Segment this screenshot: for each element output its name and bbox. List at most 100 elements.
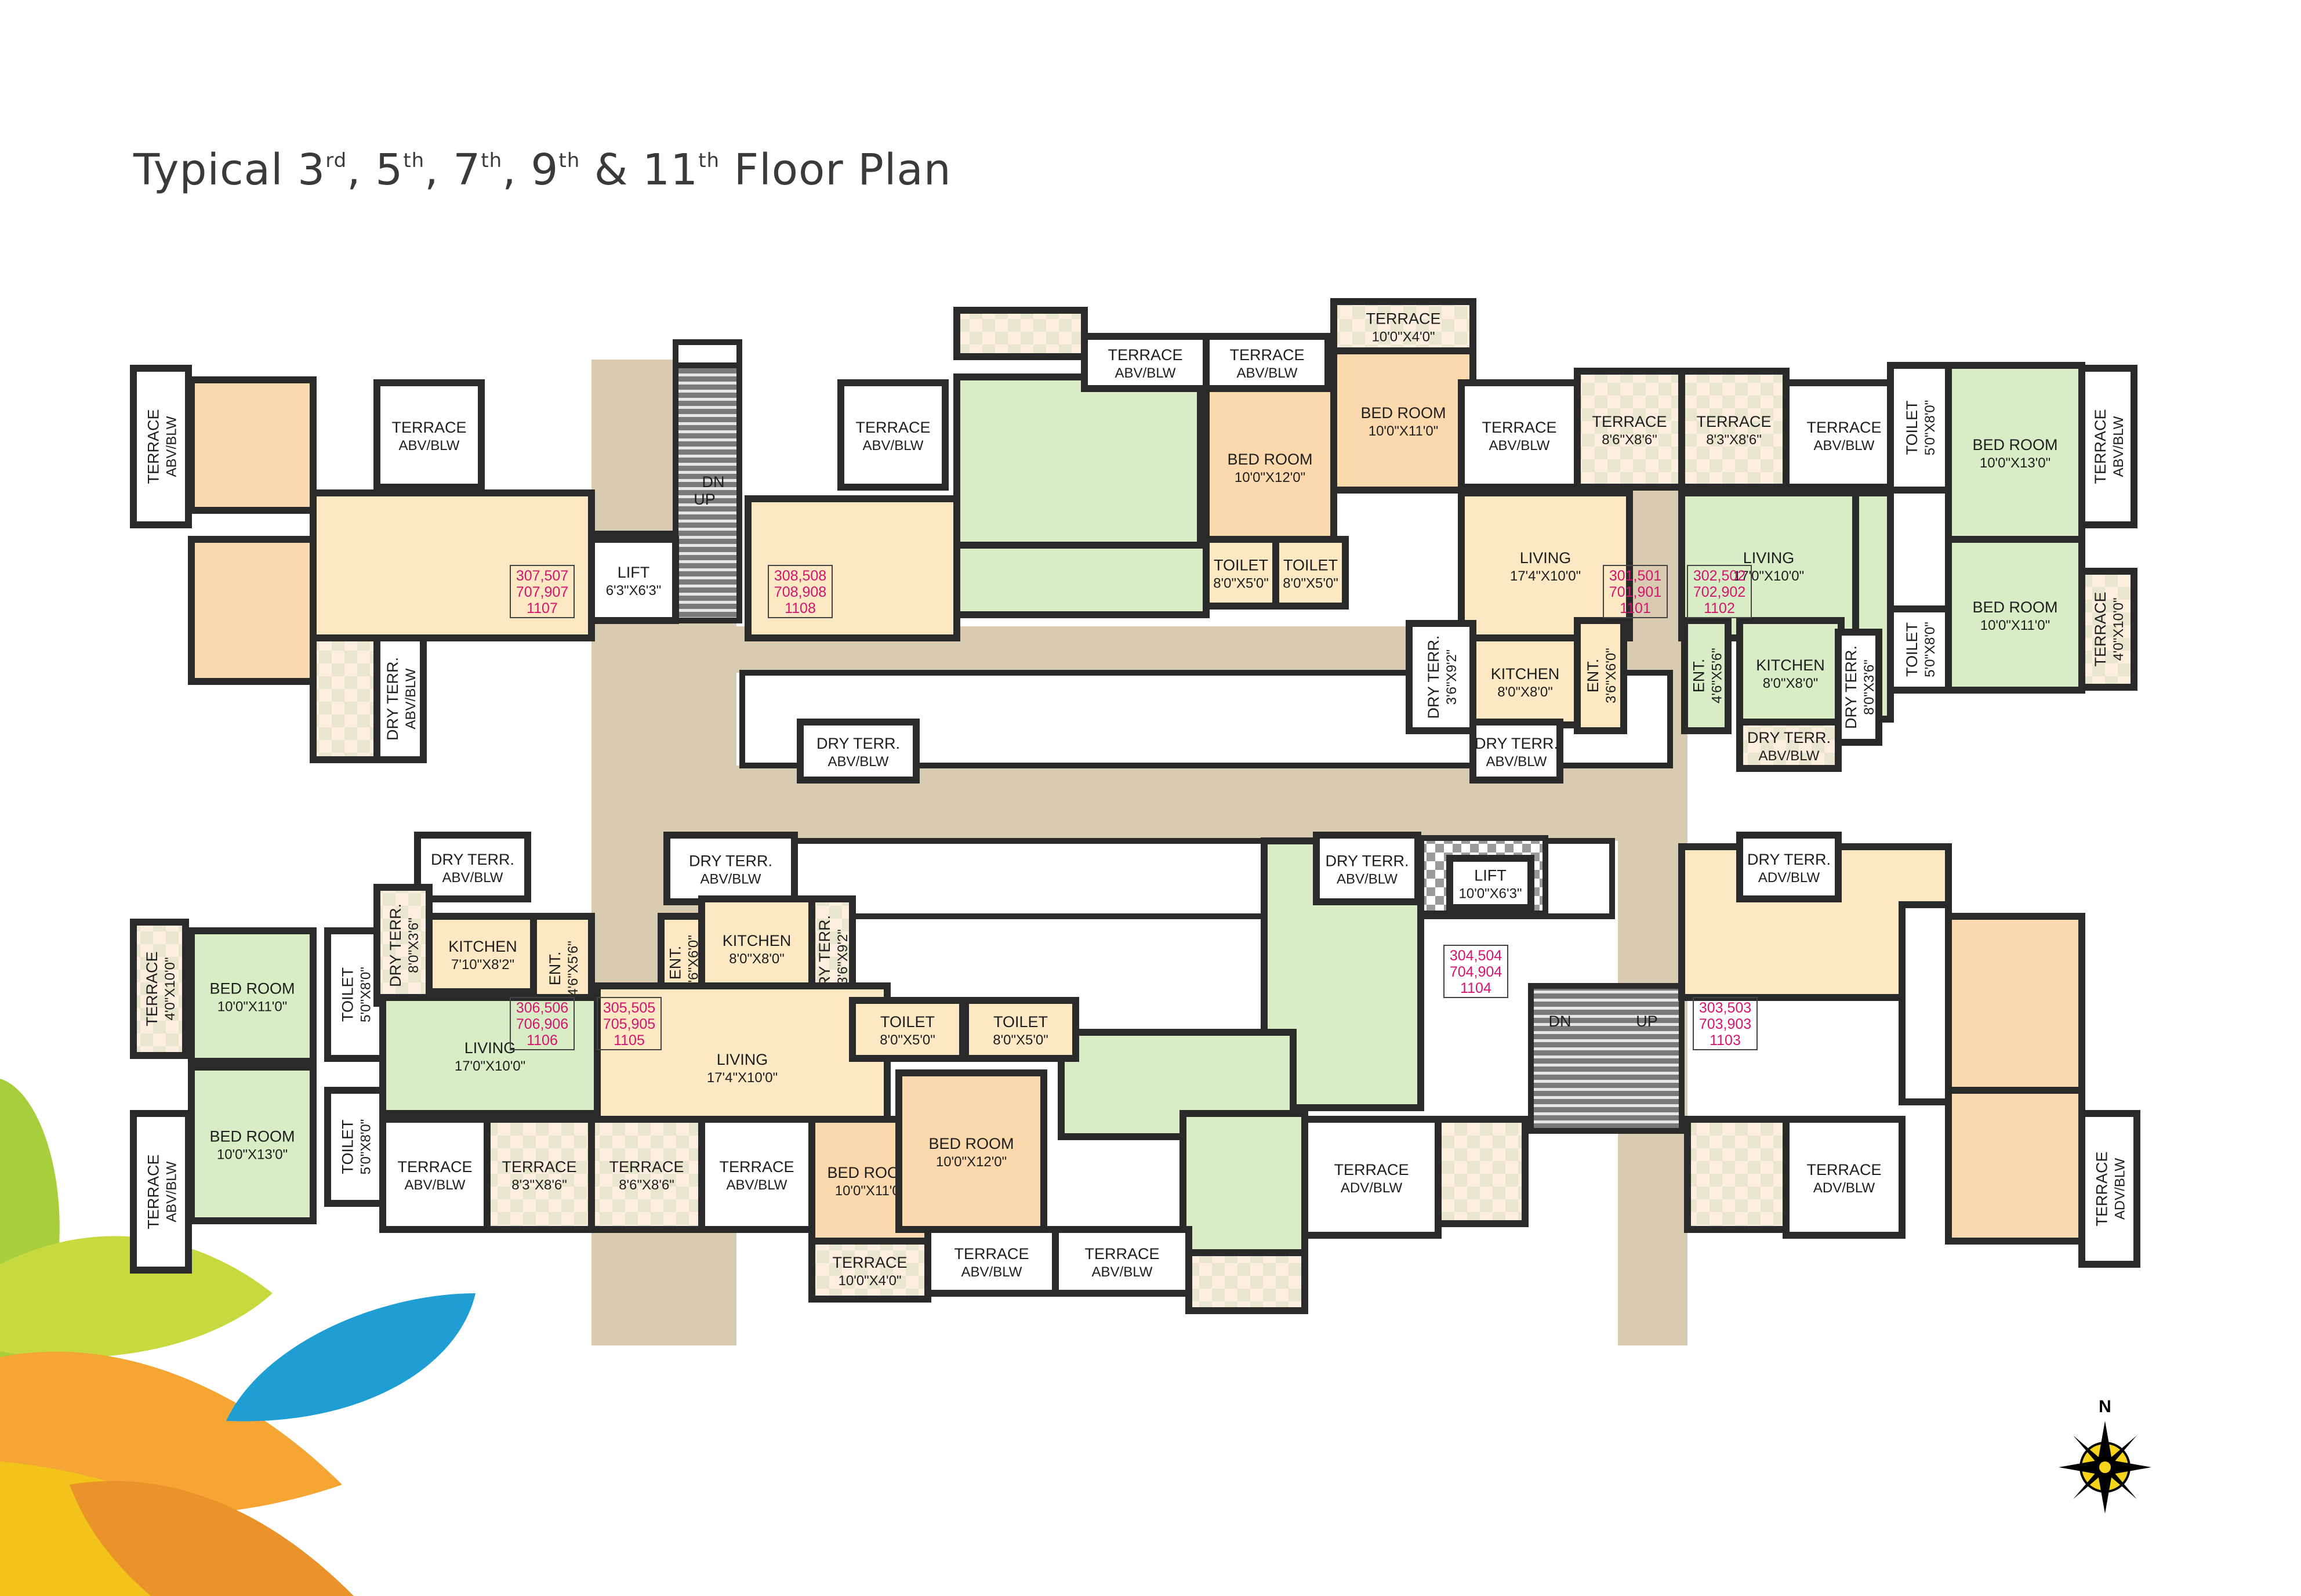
room-outline bbox=[1783, 379, 1906, 491]
room-name: TERRACE bbox=[2093, 1151, 2111, 1226]
room-name: TERRACE bbox=[1592, 413, 1667, 430]
unit-number: 1102 bbox=[1704, 600, 1735, 616]
room: DRY TERR.ABV/BLW bbox=[373, 634, 427, 763]
room-dimension: ABV/BLW bbox=[727, 1177, 787, 1193]
room-name: LIVING bbox=[1743, 549, 1795, 567]
room-area bbox=[1684, 1116, 1801, 1233]
room-outline bbox=[837, 379, 949, 491]
room-dimension: ABV/BLW bbox=[399, 438, 460, 454]
room-outline bbox=[1681, 617, 1732, 734]
room-dimension: 10'0"X13'0" bbox=[217, 1147, 288, 1163]
room-outline bbox=[1330, 298, 1476, 354]
room-label: DRY TERR.8'0"X3'6" bbox=[1842, 645, 1877, 729]
room-name: TERRACE bbox=[1806, 419, 1881, 436]
room-name: TOILET bbox=[1903, 622, 1921, 677]
room-outline bbox=[1458, 489, 1633, 641]
room-name: ENT. bbox=[1690, 659, 1708, 693]
room-name: TOILET bbox=[1903, 400, 1921, 455]
room: DRY TERR.ADV/BLW bbox=[1736, 832, 1842, 902]
room: DRY TERR.ABV/BLW bbox=[1469, 719, 1563, 784]
room-dimension: ABV/BLW bbox=[1092, 1264, 1153, 1280]
room-label: DRY TERR.ABV/BLW bbox=[816, 735, 900, 770]
room-dimension: 3'6"X6'0" bbox=[1603, 648, 1619, 703]
room-dimension: 8'0"X5'0" bbox=[1213, 576, 1269, 592]
room-name: BED ROOM bbox=[928, 1135, 1014, 1152]
room-outline bbox=[130, 919, 189, 1059]
room-label: TERRACE 8'3"X8'6" bbox=[1696, 413, 1771, 448]
room-name: ENT. bbox=[1584, 659, 1602, 693]
room-name: TERRACE bbox=[1084, 1245, 1159, 1263]
room-dimension: 8'0"X3'6" bbox=[406, 917, 422, 973]
room-name: TERRACE bbox=[2092, 409, 2109, 484]
room-name: ENT. bbox=[667, 946, 684, 980]
room-outline bbox=[1736, 617, 1845, 728]
stair-bottom bbox=[1528, 983, 1685, 1134]
room-label: ENT.4'6"X5'6" bbox=[1690, 648, 1725, 703]
room: DRY TERR.ABV/BLW bbox=[414, 832, 531, 902]
unit-number: 1106 bbox=[527, 1032, 558, 1049]
unit-number-frame bbox=[510, 565, 575, 618]
room-area bbox=[1945, 1087, 2085, 1245]
room-name: KITCHEN bbox=[723, 932, 792, 949]
unit-number-frame bbox=[597, 997, 662, 1050]
room-dimension: 3'6"X9'2" bbox=[835, 929, 851, 985]
room-name: TOILET bbox=[339, 967, 357, 1022]
leaf-orange bbox=[0, 1351, 342, 1515]
room-dimension: 10'0"X11'0" bbox=[835, 1183, 905, 1199]
unit-number: 303,503 bbox=[1699, 1000, 1751, 1016]
room-name: TERRACE bbox=[1696, 413, 1771, 430]
room-name: TERRACE bbox=[832, 1254, 907, 1271]
unit-number: 1101 bbox=[1620, 600, 1651, 616]
room-outline bbox=[414, 832, 531, 902]
room-label: DRY TERR.ABV/BLW bbox=[1747, 729, 1831, 764]
room-dimension: ADV/BLW bbox=[2113, 1158, 2128, 1220]
room: DRY TERR.ABV/BLW bbox=[797, 719, 920, 784]
room-outline bbox=[895, 1069, 1047, 1233]
room-outline bbox=[1081, 333, 1210, 392]
room-name: TERRACE bbox=[1229, 346, 1304, 364]
room-area bbox=[1899, 901, 1952, 1105]
unit-number: 703,903 bbox=[1699, 1016, 1751, 1032]
room-area bbox=[1945, 913, 2085, 1094]
room-outline bbox=[379, 994, 601, 1117]
leaf-blue bbox=[226, 1293, 476, 1421]
room-name: TERRACE bbox=[719, 1158, 794, 1176]
leaf-lime bbox=[0, 1236, 273, 1358]
room-name: TERRACE bbox=[855, 419, 930, 436]
room-dimension: ABV/BLW bbox=[1237, 365, 1298, 381]
room-label: DRY TERR.8'0"X3'6" bbox=[387, 904, 422, 987]
room-dimension: 8'3"X8'6" bbox=[1706, 432, 1762, 448]
room-dimension: ABV/BLW bbox=[1759, 748, 1820, 764]
room-outline bbox=[1783, 1116, 1906, 1239]
page-title: Typical 3rd, 5th, 7th, 9th & 11th Floor … bbox=[133, 145, 952, 195]
